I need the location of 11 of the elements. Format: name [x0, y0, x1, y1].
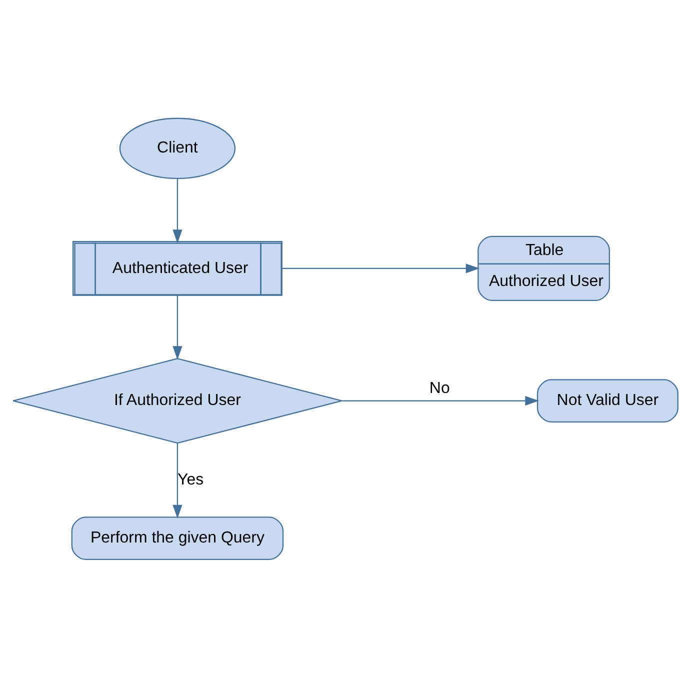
- arrow: [342, 396, 539, 406]
- node-ellipse: Client: [119, 117, 236, 179]
- arrow: [172, 442, 182, 518]
- arrow: [282, 263, 480, 273]
- node-box: Perform the given Query: [71, 516, 284, 560]
- node-box: Not Valid User: [536, 378, 678, 422]
- arrow: [172, 294, 182, 360]
- node-diamond: If Authorized User: [12, 358, 342, 444]
- edge-label: Yes: [178, 470, 204, 488]
- edge-label: No: [429, 380, 450, 397]
- arrow: [172, 178, 182, 243]
